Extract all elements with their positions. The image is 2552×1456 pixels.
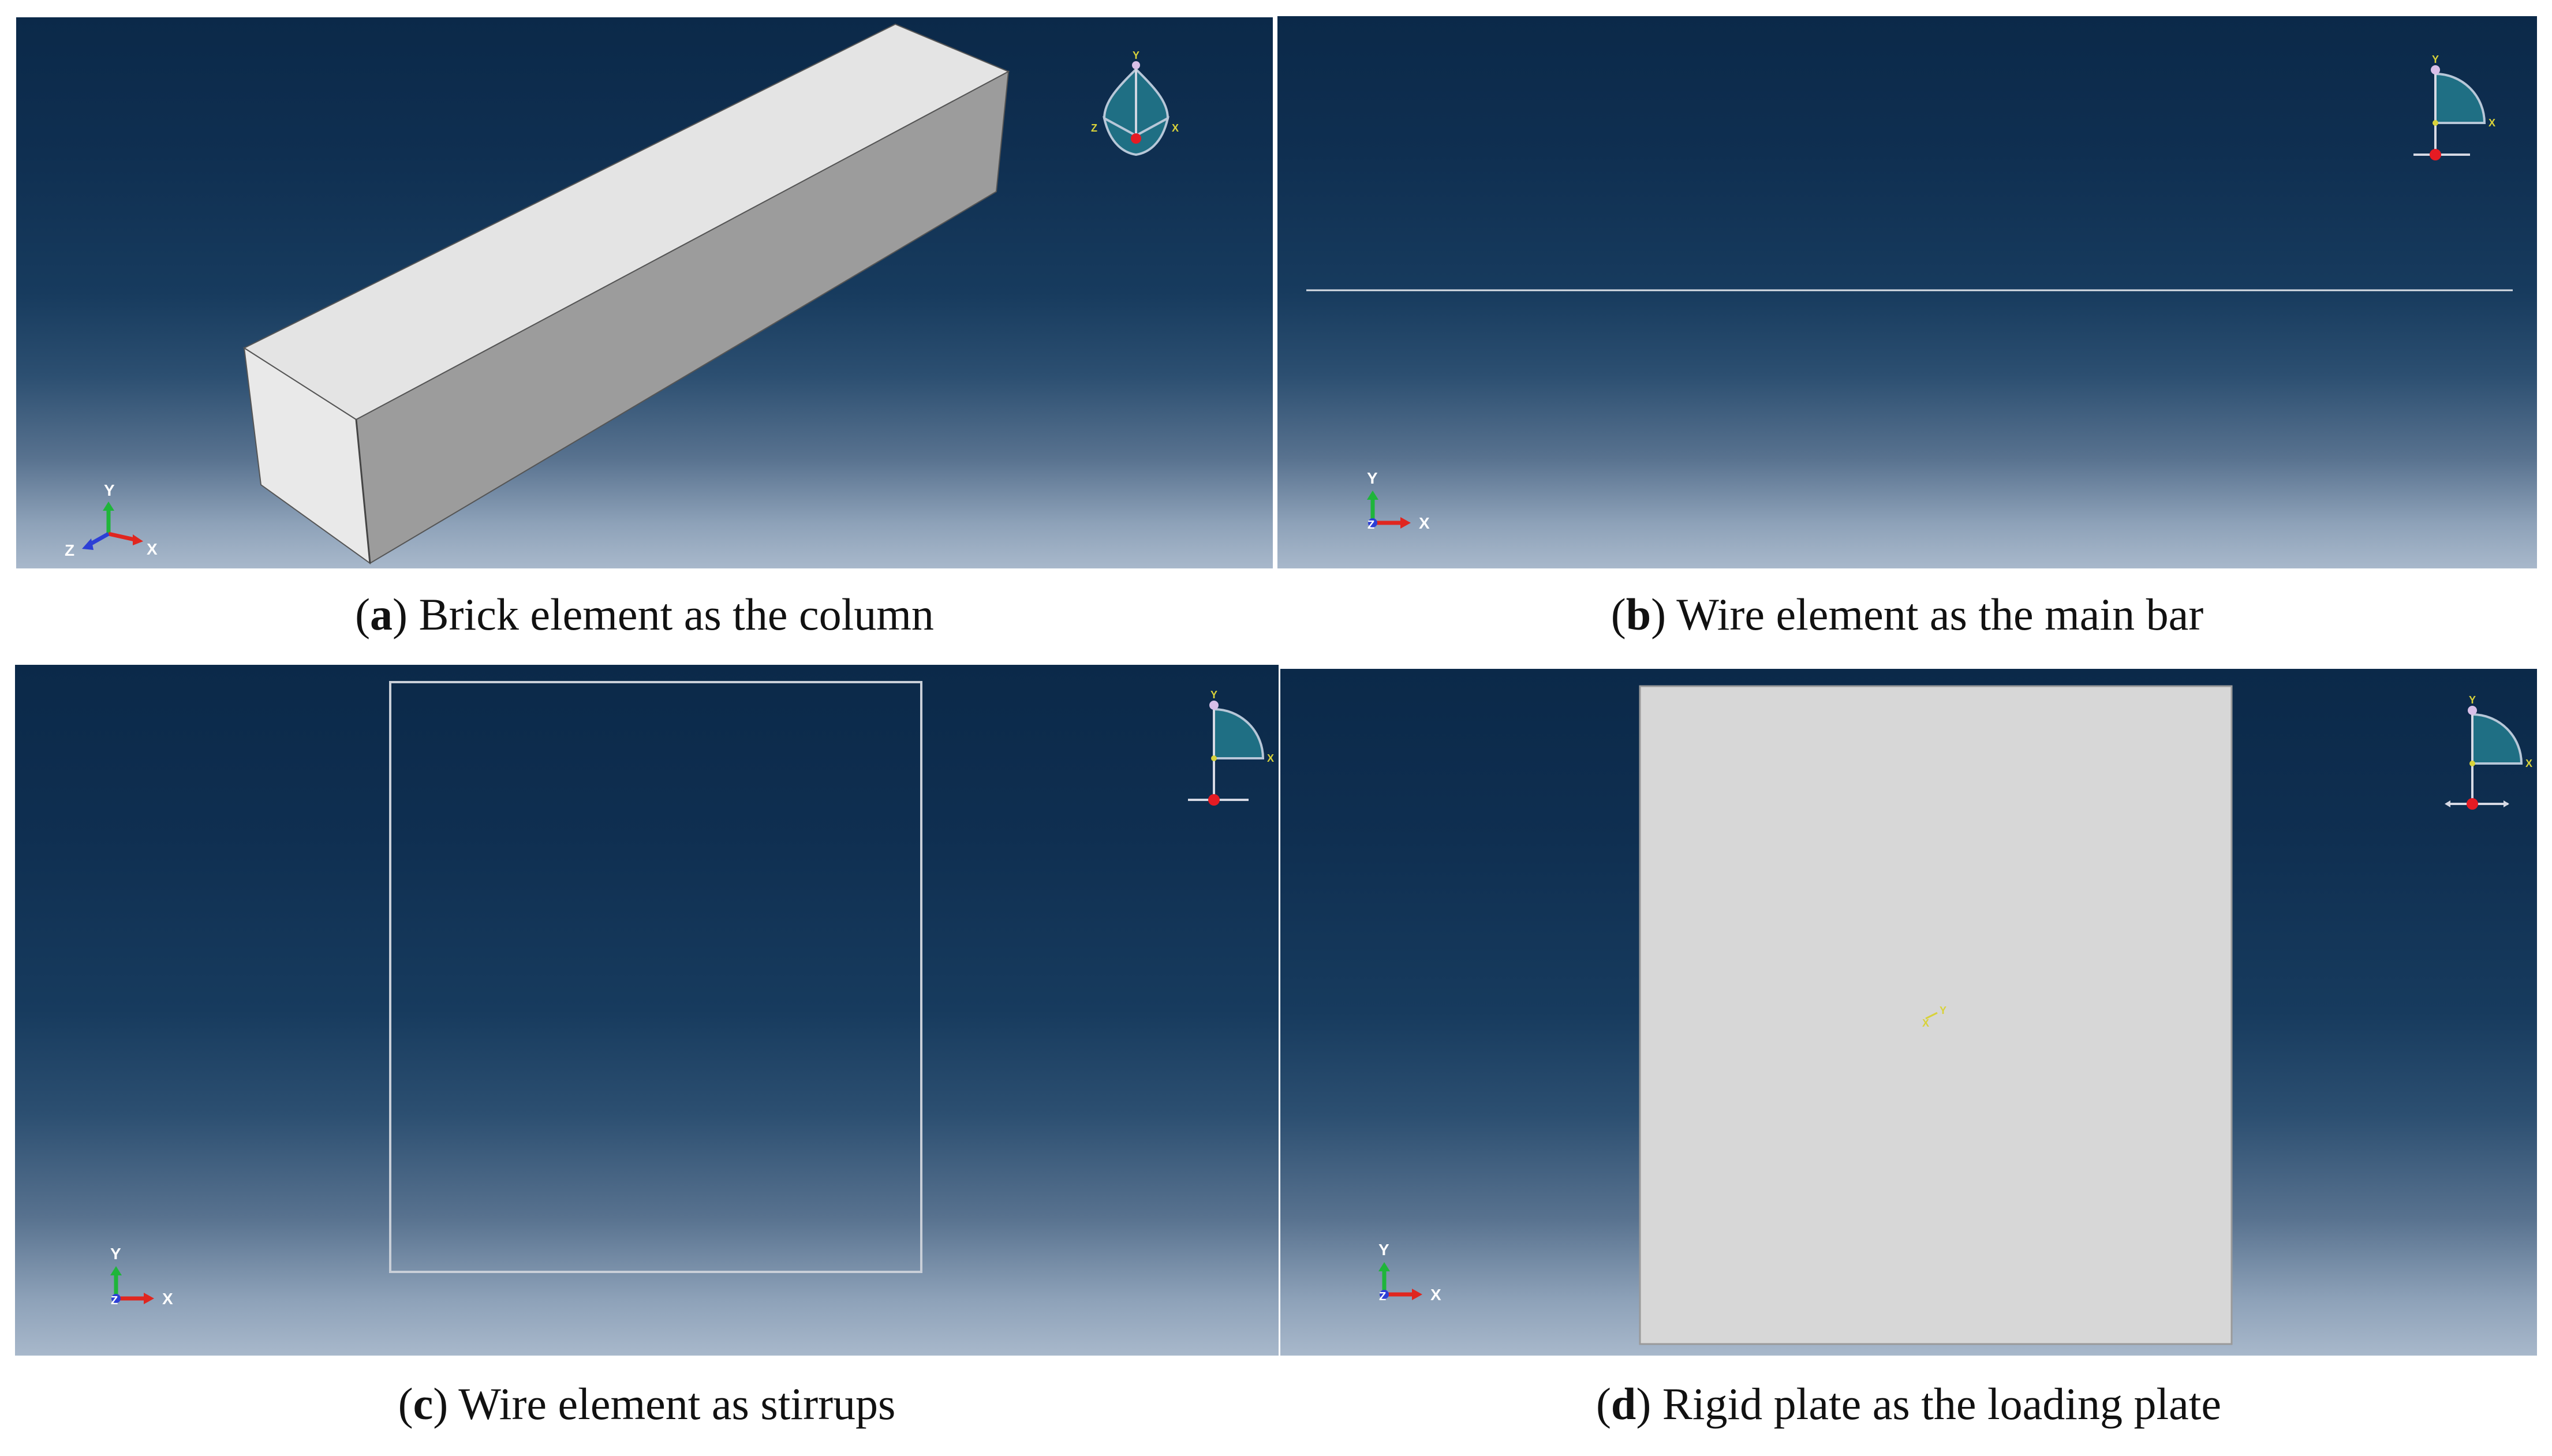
marker-y-label: Y (1940, 1005, 1946, 1016)
view-cube-icon-main[interactable]: Y X (2445, 694, 2532, 810)
view-cube-y-label: Y (2469, 694, 2476, 706)
reference-point-icon: X Y (1922, 1005, 1946, 1029)
triad-z-label: Z (1379, 1290, 1386, 1303)
triad-x-label: X (162, 1290, 173, 1308)
view-cube-x-label: X (1172, 122, 1179, 134)
caption-c: (c) Wire element as stirrups (398, 1379, 896, 1429)
axis-triad-icon: Y X Z (1367, 469, 1430, 532)
axis-triad-icon: Y X Z (1378, 1241, 1441, 1304)
view-cube-x-label: X (2489, 117, 2495, 129)
caption-text: Brick element as the column (419, 589, 934, 639)
caption-a: (a) Brick element as the column (355, 589, 934, 639)
stirrups-render: Y X Y X Z (110, 681, 1274, 1308)
main-bar-render: Y X Y X Z (1306, 54, 2513, 532)
view-cube-icon[interactable]: Y X (2413, 54, 2495, 160)
triad-y-label: Y (110, 1245, 121, 1263)
viewport-stirrups[interactable]: Y X Y X Z (15, 665, 1279, 1356)
triad-y-label: Y (1378, 1241, 1389, 1259)
viewport-main-bar[interactable]: Y X Y X Z (1277, 16, 2537, 568)
caption-letter: c (413, 1379, 434, 1429)
brick-column-render: Y X Z Y X Z (65, 23, 1179, 565)
stirrup-wire-frame (389, 681, 922, 1273)
caption-text: Wire element as the main bar (1676, 589, 2204, 639)
view-cube-y-label: Y (2432, 54, 2439, 65)
view-cube-x-label: X (1267, 753, 1274, 764)
caption-text: Rigid plate as the loading plate (1662, 1379, 2222, 1429)
caption-b: (b) Wire element as the main bar (1611, 589, 2204, 639)
rigid-plate (1639, 685, 2233, 1345)
view-cube-icon[interactable]: Y X (1188, 689, 1274, 806)
triad-z-label: Z (1367, 519, 1374, 532)
axis-triad-icon: Y X Z (65, 481, 158, 559)
caption-d: (d) Rigid plate as the loading plate (1596, 1379, 2222, 1429)
viewport-loading-plate[interactable]: X Y Y X Y X Z (1280, 669, 2537, 1356)
marker-x-label: X (1922, 1017, 1929, 1029)
view-cube-z-label: Z (1091, 122, 1097, 134)
triad-z-label: Z (111, 1294, 118, 1307)
axis-triad-icon: Y X Z (110, 1245, 173, 1308)
triad-y-label: Y (104, 481, 115, 499)
view-cube-x-label: X (2525, 758, 2532, 769)
caption-letter: b (1626, 589, 1651, 639)
triad-x-label: X (1419, 514, 1430, 532)
caption-letter: a (370, 589, 393, 639)
view-cube-icon[interactable]: Y X Z (1091, 50, 1179, 156)
view-cube-y-label: Y (1210, 689, 1217, 701)
caption-letter: d (1611, 1379, 1636, 1429)
loading-plate-render: X Y Y X Y X Z (1378, 685, 2532, 1345)
caption-text: Wire element as stirrups (458, 1379, 896, 1429)
viewport-brick-column[interactable]: Y X Z Y X Z (16, 17, 1273, 568)
triad-z-label: Z (65, 541, 74, 559)
triad-y-label: Y (1367, 469, 1378, 487)
triad-x-label: X (147, 540, 158, 558)
triad-x-label: X (1430, 1286, 1441, 1304)
view-cube-y-label: Y (1133, 50, 1139, 61)
